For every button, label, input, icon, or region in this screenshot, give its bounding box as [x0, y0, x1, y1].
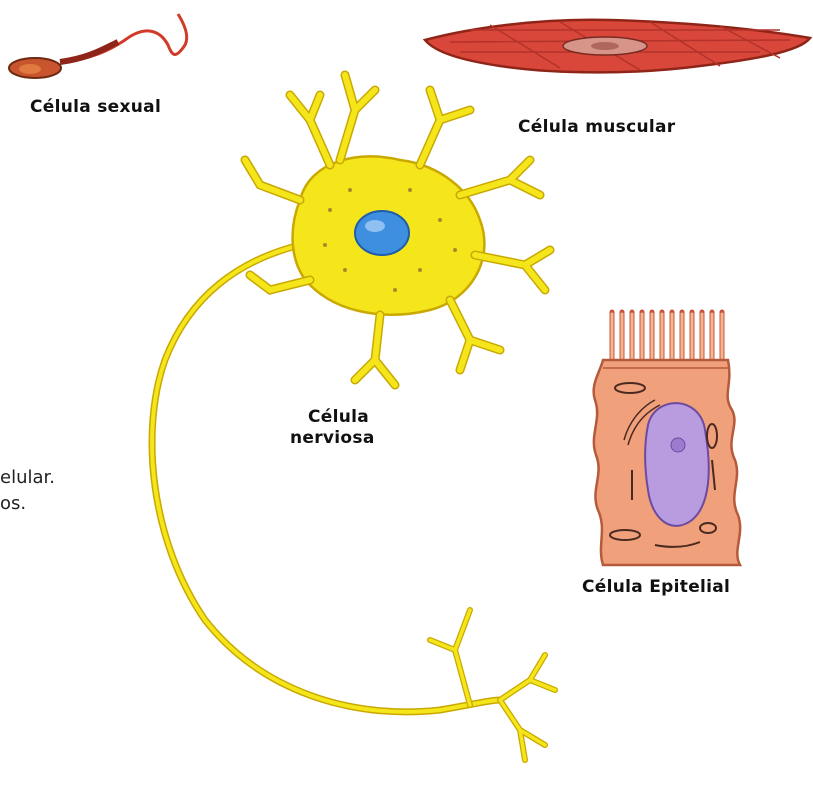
epithelial-cell-illustration [594, 312, 741, 565]
cut-text-line1: elular. [0, 466, 55, 490]
label-epithelial-cell: Célula Epitelial [582, 577, 730, 597]
label-nerve-cell-line1: Célula [308, 407, 369, 427]
label-nerve-cell-line2: nerviosa [290, 428, 375, 448]
label-sexual-cell: Célula sexual [30, 97, 161, 117]
label-muscle-cell: Célula muscular [518, 117, 675, 137]
muscle-cell-illustration [425, 20, 810, 73]
cut-text-line2: os. [0, 492, 26, 516]
sperm-cell-illustration [9, 14, 187, 78]
